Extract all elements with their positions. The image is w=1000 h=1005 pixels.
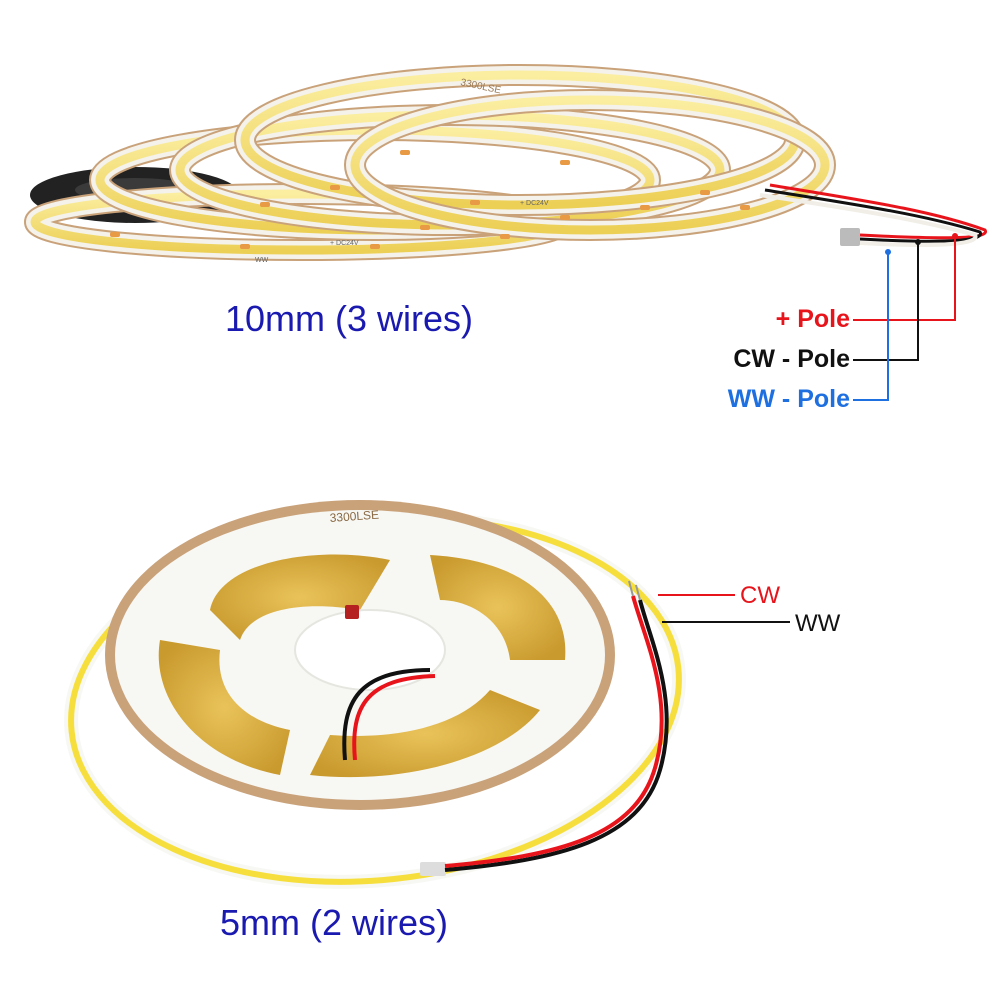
size-label-10mm: 10mm (3 wires) <box>225 298 474 339</box>
bottom-wire-tail <box>420 580 669 876</box>
top-strip-coils: + DC24V + DC24V WW 3300LSE <box>24 64 988 401</box>
bottom-reel: 3300LSE <box>64 500 790 889</box>
wire-label-cw: CW <box>740 582 780 609</box>
pole-leader-lines <box>853 238 956 401</box>
strip-print-text: + DC24V <box>330 240 359 247</box>
strip-print-text: + DC24V <box>520 200 549 207</box>
wire-leader-lines <box>658 594 790 623</box>
led-mark-text: WW <box>255 257 269 264</box>
wire-label-ww: WW <box>795 610 841 637</box>
reel-print-text: 3300LSE <box>329 508 379 525</box>
pole-label-positive: + Pole <box>775 305 850 333</box>
pole-label-ww: WW - Pole <box>727 385 850 413</box>
pole-label-cw: CW - Pole <box>733 345 850 373</box>
coil-right <box>344 89 836 241</box>
size-label-5mm: 5mm (2 wires) <box>220 902 449 943</box>
top-wire-tail <box>759 183 988 255</box>
strip-pads <box>110 150 750 249</box>
